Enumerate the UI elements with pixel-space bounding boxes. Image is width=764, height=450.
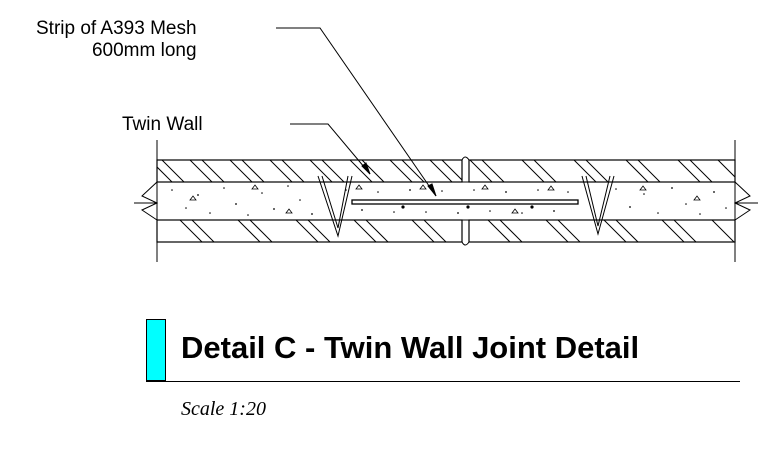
twin-wall-label: Twin Wall: [122, 114, 203, 135]
mesh-strip-label: Strip of A393 Mesh 600mm long: [36, 18, 197, 62]
lattice-girder-left: [317, 175, 353, 238]
mesh-strip-label-line2: 600mm long: [91, 40, 197, 61]
top-skin-right: [468, 159, 736, 183]
leader-twin-wall: [290, 123, 371, 175]
wall-end-lines: [156, 140, 736, 262]
break-symbol-left: [134, 181, 159, 221]
concrete-stipple: [171, 185, 727, 216]
break-symbol-right: [733, 181, 758, 221]
title-underline: [146, 381, 740, 382]
bottom-skin-left: [156, 219, 463, 243]
concrete-core: [157, 181, 735, 221]
lattice-girder-right: [581, 175, 615, 236]
joint-gap: [461, 156, 470, 246]
top-skin-left: [156, 159, 463, 183]
leader-mesh: [276, 27, 437, 197]
mesh-strip: [351, 199, 579, 205]
mesh-strip-label-line1: Strip of A393 Mesh: [36, 18, 197, 39]
detail-title: Detail C - Twin Wall Joint Detail: [181, 330, 640, 365]
title-marker: [146, 319, 166, 381]
bottom-skin-right: [468, 219, 736, 243]
scale-label: Scale 1:20: [181, 398, 266, 420]
concrete-aggregate-triangles: [189, 184, 701, 214]
